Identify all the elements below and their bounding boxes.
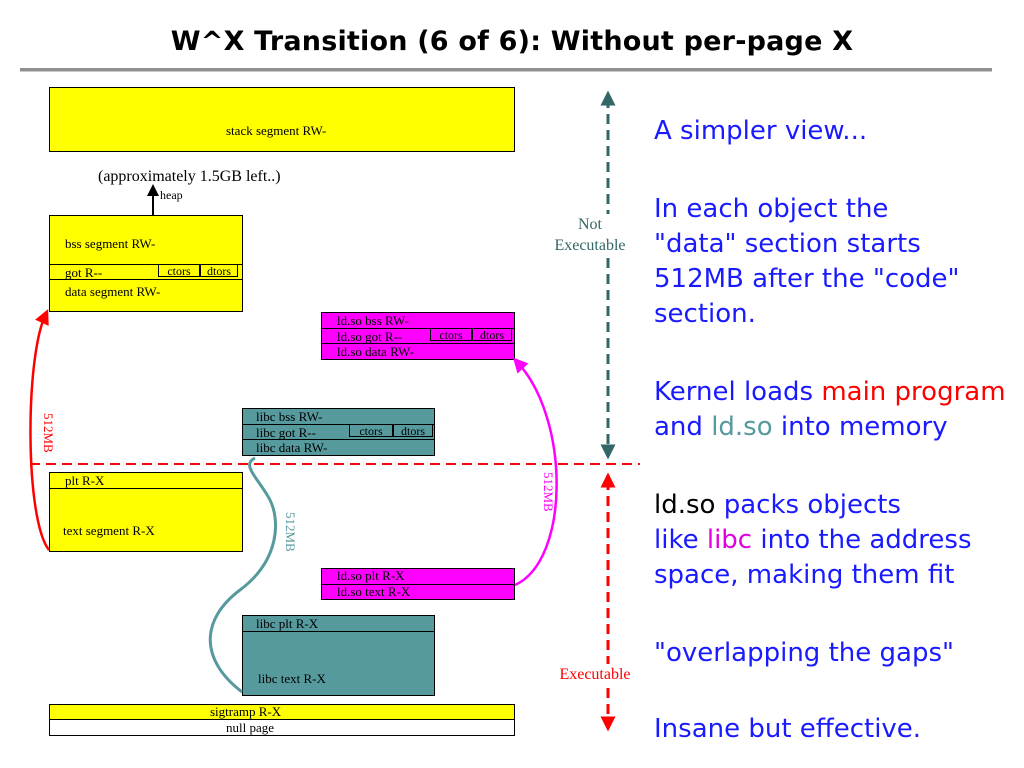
stack-segment-label: stack segment RW-	[226, 123, 327, 138]
main-data-block: bss segment RW- got R-- ctors dtors data…	[49, 215, 243, 312]
stack-segment: stack segment RW-	[49, 87, 515, 152]
text-packs-objects: packs objects	[715, 490, 901, 520]
ldso-text-label: ld.so text R-X	[337, 584, 411, 599]
not-exec-line2: Executable	[554, 237, 626, 254]
got-row: got R-- ctors dtors	[50, 264, 242, 280]
text-packs-l2: like libc into the address	[654, 523, 972, 558]
title-divider	[20, 68, 992, 72]
text-kernel-loads-a: Kernel loads	[654, 377, 822, 407]
ldso-ctors-cell: ctors	[430, 328, 472, 341]
ldso-data-label: ld.so data RW-	[337, 344, 414, 359]
exec-label: Executable	[559, 666, 631, 683]
text-kernel-loads-l1: Kernel loads main program	[654, 375, 1006, 410]
ldso-got-row: ld.so got R-- ctors dtors	[322, 328, 514, 344]
ldso-dtors-cell: dtors	[472, 328, 512, 341]
ldso-text-block: ld.so plt R-X ld.so text R-X	[321, 568, 515, 600]
null-page-label: null page	[226, 720, 275, 735]
ldso-data-divider	[322, 343, 514, 344]
main-offset-label: 512MB	[41, 413, 56, 453]
sigtramp-label: sigtramp R-X	[210, 704, 282, 719]
libc-dtors-cell: dtors	[393, 424, 433, 437]
slide-title: W^X Transition (6 of 6): Without per-pag…	[170, 26, 854, 57]
ldso-offset-label: 512MB	[541, 472, 556, 512]
libc-plt-divider	[243, 631, 434, 632]
libc-data-divider	[243, 439, 434, 440]
text-ldso-plain: ld.so	[654, 490, 716, 520]
text-packs-l1: ld.so packs objects	[654, 488, 901, 523]
text-insane-effective: Insane but effective.	[654, 714, 922, 744]
ldso-plt-divider	[322, 584, 514, 585]
libc-got-label: libc got R--	[256, 425, 316, 440]
libc-data-block: libc bss RW- libc got R-- ctors dtors li…	[242, 408, 435, 456]
text-ldso-highlight: ld.so	[711, 412, 773, 442]
plt-label: plt R-X	[65, 473, 105, 488]
sigtramp-segment: sigtramp R-X	[49, 704, 515, 720]
dtors-cell: dtors	[200, 264, 238, 277]
ldso-got-label: ld.so got R--	[337, 329, 403, 344]
libc-plt-label: libc plt R-X	[256, 616, 319, 631]
libc-bss-label: libc bss RW-	[256, 409, 323, 424]
bss-segment-label: bss segment RW-	[65, 236, 156, 251]
got-label: got R--	[65, 265, 103, 280]
null-page-segment: null page	[49, 719, 515, 736]
text-packs-l3: space, making them fit	[654, 560, 955, 590]
not-exec-line1: Not	[578, 216, 602, 233]
text-kernel-loads-l2: and ld.so into memory	[654, 410, 948, 445]
main-text-block: plt R-X text segment R-X	[49, 472, 243, 552]
text-simpler-view: A simpler view...	[654, 116, 868, 146]
ldso-data-block: ld.so bss RW- ld.so got R-- ctors dtors …	[321, 312, 515, 360]
free-space-label: (approximately 1.5GB left..)	[98, 168, 281, 185]
data-segment-label: data segment RW-	[65, 284, 161, 299]
text-into-memory: into memory	[772, 412, 948, 442]
text-data-section-l3: 512MB after the "code"	[654, 264, 960, 294]
text-segment-label: text segment R-X	[63, 523, 155, 538]
text-data-section-l4: section.	[654, 299, 756, 329]
text-into-address: into the address	[752, 525, 972, 555]
ldso-bss-label: ld.so bss RW-	[337, 313, 409, 328]
libc-text-block: libc plt R-X libc text R-X	[242, 615, 435, 696]
plt-divider	[50, 488, 242, 489]
not-executable-note: Not Executable	[548, 214, 632, 256]
heap-label: heap	[160, 188, 183, 202]
libc-text-label: libc text R-X	[258, 671, 326, 686]
libc-data-label: libc data RW-	[256, 440, 328, 455]
data-row	[50, 279, 242, 280]
ldso-plt-label: ld.so plt R-X	[337, 568, 405, 583]
libc-offset-label: 512MB	[283, 512, 298, 552]
text-overlapping-gaps: "overlapping the gaps"	[654, 638, 954, 668]
text-and: and	[654, 412, 712, 442]
libc-ctors-cell: ctors	[349, 424, 393, 437]
libc-got-row: libc got R-- ctors dtors	[243, 424, 434, 440]
text-data-section-l1: In each object the	[654, 194, 889, 224]
executable-note: Executable	[552, 664, 638, 685]
text-like: like	[654, 525, 707, 555]
text-data-section-l2: "data" section starts	[654, 229, 921, 259]
text-main-program: main program	[821, 377, 1006, 407]
text-libc-highlight: libc	[706, 525, 753, 555]
ctors-cell: ctors	[158, 264, 200, 277]
